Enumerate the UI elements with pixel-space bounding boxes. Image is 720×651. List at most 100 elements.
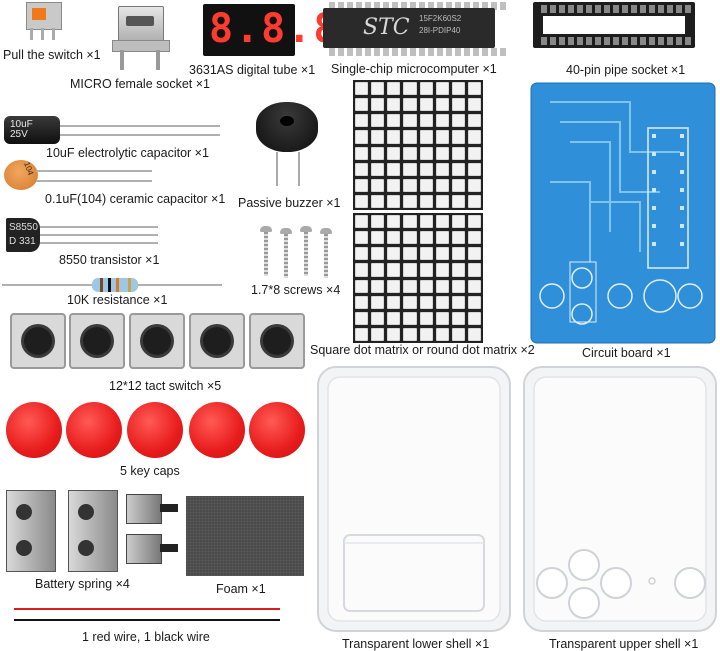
matrix-dot	[435, 162, 449, 176]
key-cap-2	[66, 402, 122, 458]
matrix-dot	[371, 247, 385, 261]
matrix-dot	[403, 130, 417, 144]
matrix-dot	[419, 215, 433, 229]
matrix-dot	[419, 327, 433, 341]
battery-spring-image	[6, 490, 182, 574]
matrix-dot	[355, 327, 369, 341]
matrix-dot	[355, 178, 369, 192]
matrix-dot	[419, 231, 433, 245]
matrix-dot	[403, 311, 417, 325]
matrix-dot	[403, 114, 417, 128]
digital-tube-label: 3631AS digital tube ×1	[189, 63, 316, 77]
ceramic-capacitor-image: 104	[4, 160, 154, 192]
dot-matrix-top	[353, 80, 483, 210]
matrix-dot	[403, 247, 417, 261]
matrix-dot	[387, 98, 401, 112]
chip-brand: STC	[363, 15, 410, 40]
matrix-dot	[467, 247, 481, 261]
matrix-dot	[387, 146, 401, 160]
electrolytic-capacitor-label: 10uF electrolytic capacitor ×1	[46, 146, 209, 160]
matrix-dot	[355, 247, 369, 261]
chip-line1: 15F2K60S2	[419, 14, 462, 23]
matrix-dot	[435, 146, 449, 160]
matrix-dot	[435, 215, 449, 229]
matrix-dot	[467, 82, 481, 96]
matrix-dot	[451, 247, 465, 261]
tact-switch-3	[129, 313, 185, 369]
screws-image	[256, 226, 336, 278]
matrix-dot	[371, 162, 385, 176]
matrix-dot	[451, 231, 465, 245]
microcomputer-label: Single-chip microcomputer ×1	[331, 62, 497, 76]
transistor-line2: D 331	[9, 236, 36, 247]
matrix-dot	[403, 178, 417, 192]
matrix-dot	[435, 327, 449, 341]
passive-buzzer-label: Passive buzzer ×1	[238, 196, 341, 210]
matrix-dot	[435, 82, 449, 96]
matrix-dot	[387, 279, 401, 293]
matrix-dot	[403, 263, 417, 277]
matrix-dot	[467, 215, 481, 229]
lower-shell-image	[317, 366, 511, 632]
matrix-dot	[467, 194, 481, 208]
matrix-dot	[371, 178, 385, 192]
matrix-dot	[435, 247, 449, 261]
matrix-dot	[355, 295, 369, 309]
matrix-dot	[419, 263, 433, 277]
matrix-dot	[451, 295, 465, 309]
matrix-dot	[403, 82, 417, 96]
transistor-label: 8550 transistor ×1	[59, 253, 160, 267]
matrix-dot	[371, 114, 385, 128]
matrix-dot	[467, 311, 481, 325]
matrix-dot	[419, 82, 433, 96]
matrix-dot	[371, 194, 385, 208]
matrix-dot	[467, 279, 481, 293]
matrix-dot	[451, 114, 465, 128]
wires-label: 1 red wire, 1 black wire	[82, 630, 210, 644]
matrix-dot	[419, 295, 433, 309]
matrix-dot	[467, 327, 481, 341]
matrix-dot	[467, 178, 481, 192]
matrix-dot	[371, 327, 385, 341]
dot-matrix-label: Square dot matrix or round dot matrix ×2	[310, 343, 535, 357]
matrix-dot	[451, 146, 465, 160]
matrix-dot	[419, 311, 433, 325]
matrix-dot	[419, 194, 433, 208]
matrix-dot	[355, 114, 369, 128]
pipe-socket-image	[533, 2, 695, 48]
pipe-socket-label: 40-pin pipe socket ×1	[566, 63, 686, 77]
matrix-dot	[387, 114, 401, 128]
matrix-dot	[387, 327, 401, 341]
matrix-dot	[435, 98, 449, 112]
matrix-dot	[467, 114, 481, 128]
matrix-dot	[451, 130, 465, 144]
matrix-dot	[451, 327, 465, 341]
matrix-dot	[371, 231, 385, 245]
matrix-dot	[435, 114, 449, 128]
matrix-dot	[355, 231, 369, 245]
tact-switch-1	[10, 313, 66, 369]
matrix-dot	[387, 162, 401, 176]
matrix-dot	[371, 130, 385, 144]
matrix-dot	[371, 82, 385, 96]
tact-switch-4	[189, 313, 245, 369]
matrix-dot	[451, 82, 465, 96]
matrix-dot	[451, 194, 465, 208]
matrix-dot	[371, 215, 385, 229]
micro-socket-image	[112, 2, 170, 72]
matrix-dot	[403, 231, 417, 245]
matrix-dot	[467, 231, 481, 245]
resistance-image	[2, 278, 222, 292]
foam-image	[186, 496, 304, 576]
lower-shell-label: Transparent lower shell ×1	[342, 637, 490, 651]
micro-socket-label: MICRO female socket ×1	[70, 77, 210, 91]
matrix-dot	[467, 98, 481, 112]
matrix-dot	[419, 114, 433, 128]
matrix-dot	[387, 311, 401, 325]
matrix-dot	[403, 327, 417, 341]
matrix-dot	[387, 194, 401, 208]
matrix-dot	[419, 178, 433, 192]
tact-switch-2	[69, 313, 125, 369]
microcomputer-chip-image: STC 15F2K60S2 28I-PDIP40	[323, 2, 506, 56]
matrix-dot	[435, 279, 449, 293]
